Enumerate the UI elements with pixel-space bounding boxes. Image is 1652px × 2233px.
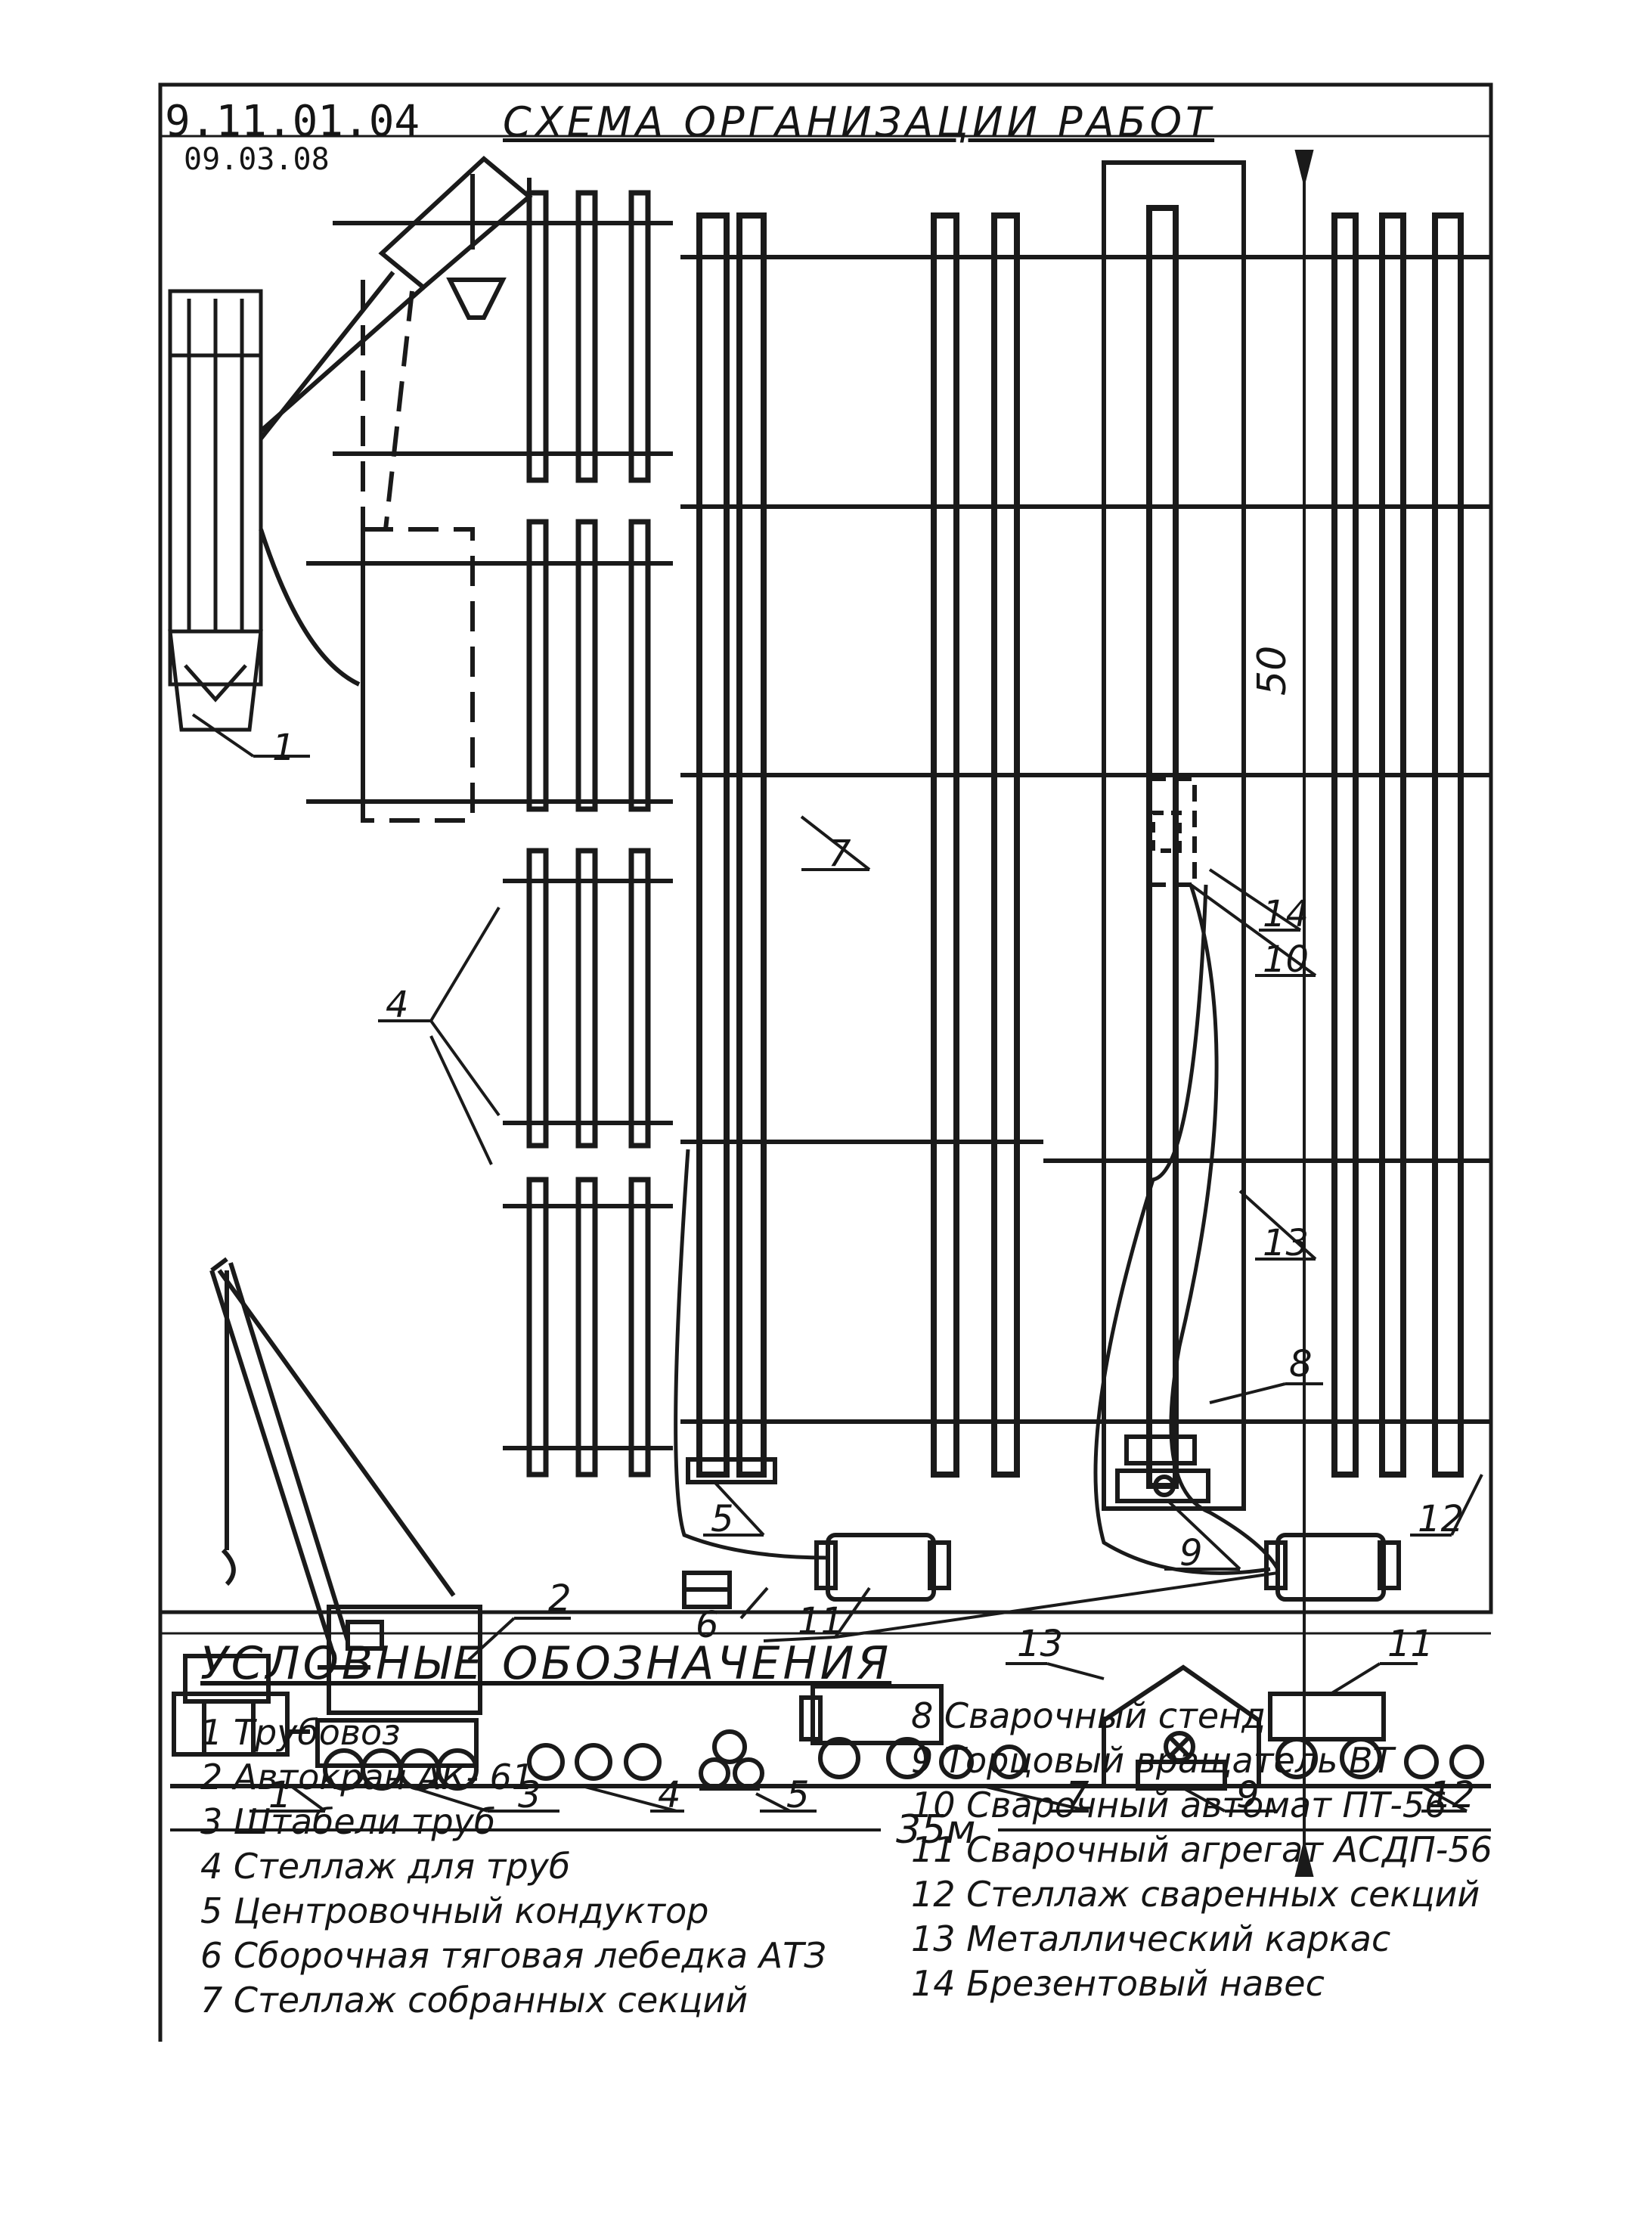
doc-number: 9.11.01.04: [165, 97, 420, 146]
callout-13-top: 13: [1263, 1222, 1309, 1264]
legend-item: 2 Автокран АК- 61: [200, 1757, 535, 1797]
callout-11-right: 11: [1387, 1623, 1433, 1665]
crane-boom-top: [259, 156, 533, 823]
callout-5-bottom: 5: [786, 1774, 810, 1816]
welding-unit-elevation: [1268, 1692, 1484, 1779]
callout-8: 8: [1289, 1343, 1313, 1385]
legend-left-column: 1 Трубовоз 2 Автокран АК- 61 3 Штабели т…: [200, 1710, 826, 2023]
sheet-title: СХЕМА ОРГАНИЗАЦИИ РАБОТ: [503, 98, 1215, 146]
dimension-35m-label: 35м: [896, 1807, 975, 1853]
callout-13-bottom: 13: [1017, 1623, 1063, 1665]
legend-item: 13 Металлический каркас: [911, 1918, 1391, 1959]
legend-right-column: 8 Сварочный стенд 9 Торцовый вращатель В…: [911, 1694, 1492, 2006]
callout-1-bottom: 1: [268, 1774, 292, 1816]
pipe-carrier-elevation: [172, 1654, 310, 1757]
callout-1-top: 1: [272, 727, 296, 769]
truck-elevation: [799, 1684, 1027, 1779]
pipe-stacks-elevation: [527, 1729, 764, 1791]
callout-9-bottom: 9: [1236, 1774, 1260, 1816]
legend-item: 12 Стеллаж сваренных секций: [911, 1874, 1480, 1915]
legend-item: 4 Стеллаж для труб: [200, 1846, 571, 1887]
dimension-50: [1294, 150, 1314, 1877]
callout-12-top: 12: [1418, 1498, 1464, 1540]
assembly-winch: [682, 1571, 732, 1609]
legend-item: 1 Трубовоз: [200, 1712, 401, 1753]
callout-3: 3: [518, 1774, 541, 1816]
welding-booth-frame: [1102, 160, 1246, 1511]
callout-4-bottom: 4: [658, 1774, 681, 1816]
callout-7-top: 7: [828, 833, 851, 875]
legend-title: УСЛОВНЫЕ ОБОЗНАЧЕНИЯ: [200, 1637, 892, 1690]
callout-7-bottom: 7: [1066, 1774, 1089, 1816]
welded-sections-rack: [1043, 212, 1491, 1478]
welding-unit-right: [1264, 1533, 1401, 1602]
callout-leaders: [191, 713, 1483, 1813]
callout-6: 6: [696, 1604, 719, 1646]
legend-item: 6 Сборочная тяговая лебедка АТЗ: [200, 1935, 826, 1976]
callout-12-bottom: 12: [1429, 1774, 1475, 1816]
legend-item: 5 Центровочный кондуктор: [200, 1890, 709, 1931]
assembled-sections-rack: [680, 212, 1043, 1478]
callout-numbers: 1 4 7 14 10 13 8 5 9 12 6 11 2 13 11 1 3…: [268, 727, 1475, 1816]
legend-item: 8 Сварочный стенд: [911, 1695, 1266, 1736]
legend-item: 11 Сварочный агрегат АСДП-56: [911, 1829, 1492, 1870]
callout-11-left: 11: [798, 1600, 844, 1642]
dimension-50-label: 50: [1250, 646, 1295, 696]
legend-item: 14 Брезентовый навес: [911, 1963, 1325, 2004]
pipe-carrier-top: [168, 289, 263, 732]
callout-14: 14: [1263, 893, 1309, 935]
callout-10: 10: [1263, 938, 1309, 981]
callout-2: 2: [548, 1577, 572, 1620]
welding-unit-left: [814, 1533, 951, 1602]
legend-item: 7 Стеллаж собранных секций: [200, 1980, 749, 2021]
doc-date: 09.03.08: [184, 142, 330, 177]
pipe-rack-small: [306, 190, 673, 1478]
centering-conductor-top: [686, 1457, 777, 1484]
legend-item: 9 Торцовый вращатель ВТ: [911, 1740, 1394, 1781]
metal-frame-elevation: [1102, 1664, 1261, 1791]
callout-4-top: 4: [386, 984, 409, 1026]
auto-crane-elevation: [209, 1257, 482, 1791]
welding-cables: [674, 884, 1280, 1575]
callout-5-top: 5: [711, 1498, 734, 1540]
legend-item: 10 Сварочный автомат ПТ-56: [911, 1785, 1447, 1825]
legend-item: 3 Штабели труб: [200, 1801, 496, 1842]
callout-9-top: 9: [1179, 1532, 1203, 1574]
